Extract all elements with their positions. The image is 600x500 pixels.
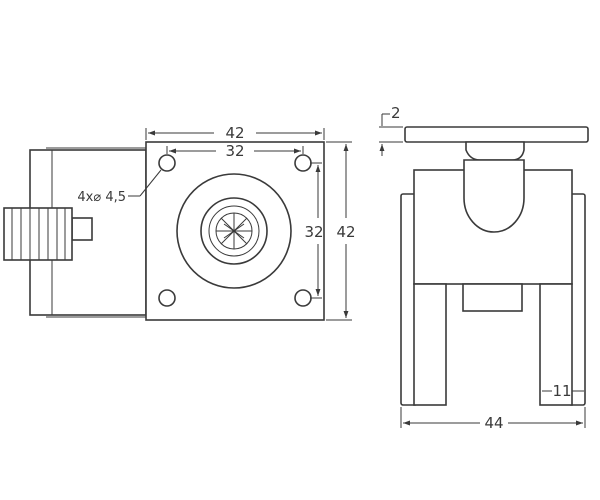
- fork-leg-right: [539, 283, 573, 406]
- dimension-hole-spacing-vertical: 32: [304, 162, 324, 299]
- hole-callout-label: 4x⌀ 4,5: [77, 190, 126, 205]
- swivel-housing: [463, 159, 525, 233]
- dimension-top-width: 42: [145, 124, 325, 142]
- dimension-label: 44: [484, 414, 503, 432]
- center-rivet: [216, 213, 252, 249]
- swivel-bearing: [176, 173, 292, 289]
- hole-callout: 4x⌀ 4,5: [77, 169, 162, 205]
- dimension-label: 32: [225, 142, 244, 160]
- dimension-label: 11: [552, 382, 571, 400]
- dimension-label: 2: [391, 104, 401, 122]
- fork-leg-left: [413, 283, 447, 406]
- brake-lever: [3, 207, 93, 261]
- top-view: 42 32 32 42 4x: [3, 124, 356, 321]
- side-top-plate: [404, 126, 589, 143]
- dimension-overall-width: 44: [400, 407, 586, 432]
- dimension-label: 32: [304, 223, 323, 241]
- dimension-plate-height: 42: [326, 141, 356, 321]
- axle-block: [462, 283, 523, 312]
- side-view: 2 11 44: [379, 104, 589, 432]
- dimension-label: 42: [336, 223, 355, 241]
- mounting-hole: [158, 154, 176, 172]
- swivel-neck: [465, 141, 525, 161]
- dimension-wheel-width: 11: [542, 382, 584, 400]
- mounting-hole: [158, 289, 176, 307]
- dimension-hole-spacing-horizontal: 32: [166, 142, 304, 160]
- dimension-label: 42: [225, 124, 244, 142]
- dimension-plate-thickness: 2: [379, 104, 403, 156]
